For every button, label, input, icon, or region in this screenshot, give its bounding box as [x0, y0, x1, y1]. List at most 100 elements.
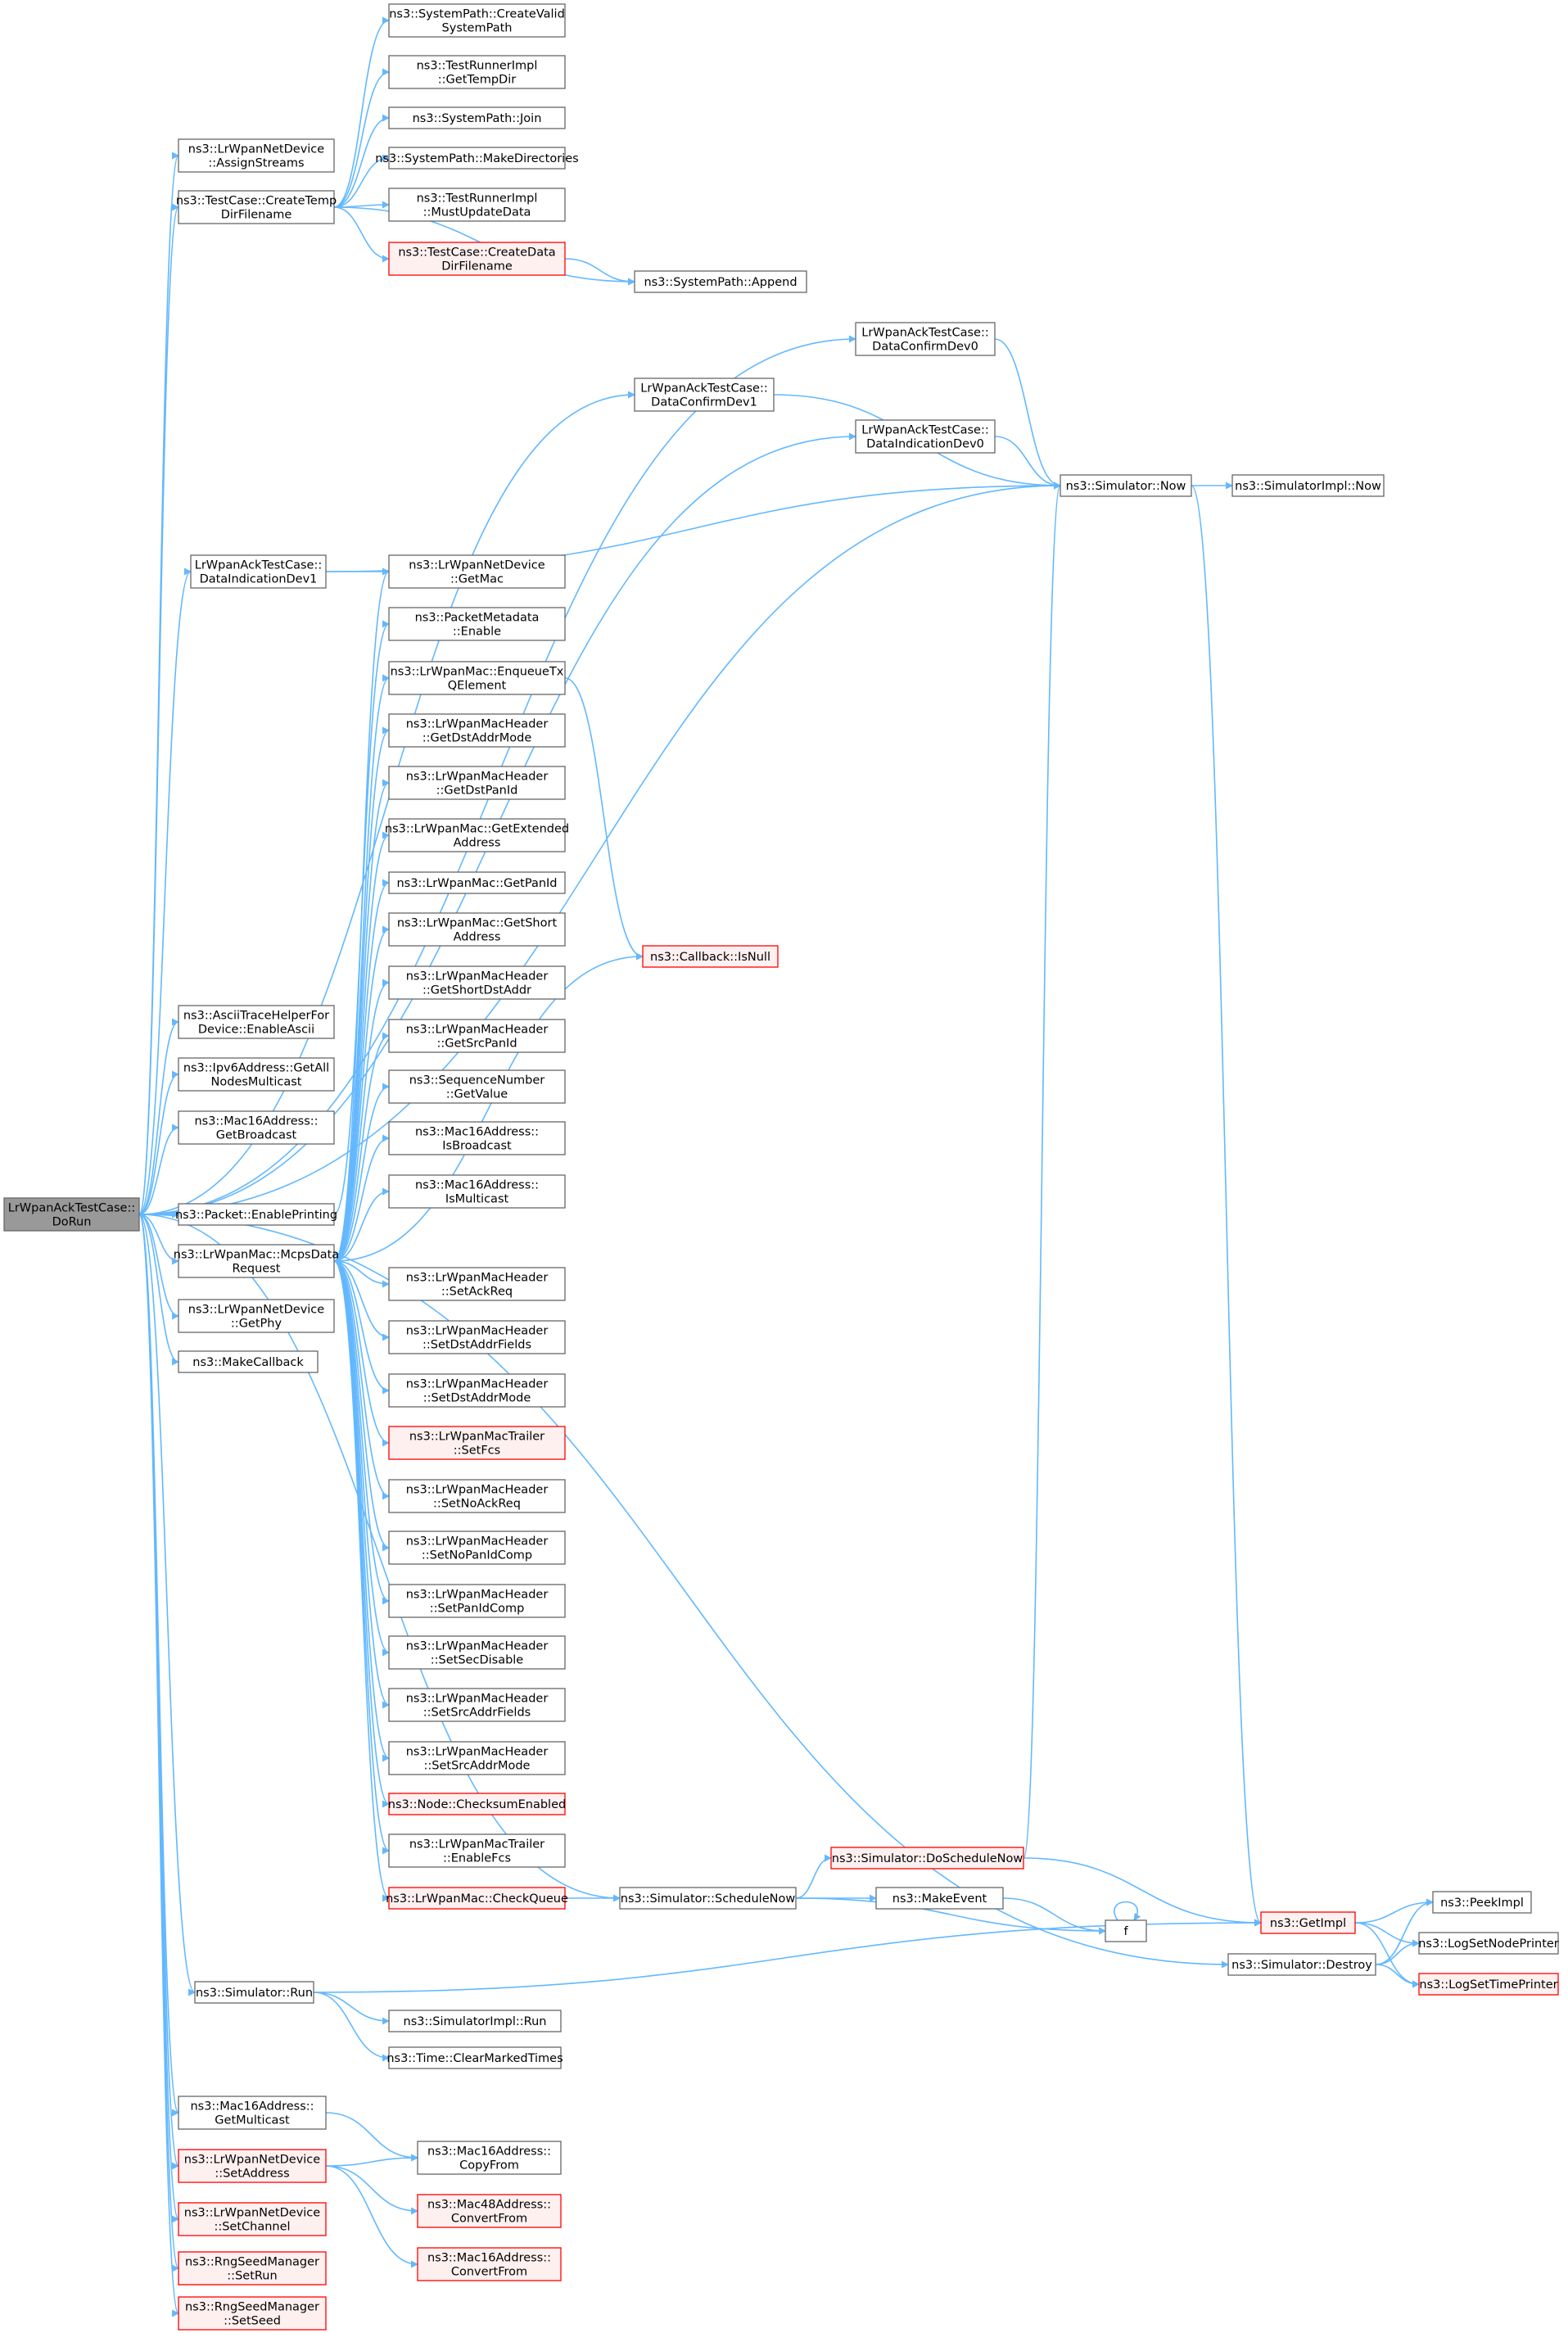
call-edge [313, 1919, 1262, 1993]
node-checksumEnabled[interactable]: ns3::Node::ChecksumEnabled [388, 1793, 566, 1815]
node-dataConfirmDev1[interactable]: LrWpanAckTestCase::DataConfirmDev1 [634, 378, 775, 412]
node-getDstAddrMode[interactable]: ns3::LrWpanMacHeader::GetDstAddrMode [388, 713, 566, 748]
node-label: ns3::LrWpanMac::GetShort [397, 917, 558, 930]
call-edge [325, 2112, 418, 2162]
node-simDestroy[interactable]: ns3::Simulator::Destroy [1227, 1953, 1376, 1976]
node-simNow[interactable]: ns3::Simulator::Now [1060, 474, 1192, 497]
node-join[interactable]: ns3::SystemPath::Join [388, 106, 566, 129]
node-f[interactable]: f [1105, 1919, 1147, 1942]
call-edge [138, 482, 1061, 1215]
node-enableAscii[interactable]: ns3::AsciiTraceHelperForDevice::EnableAs… [178, 1005, 335, 1039]
node-box [855, 419, 996, 454]
node-getPanId[interactable]: ns3::LrWpanMac::GetPanId [388, 871, 566, 894]
node-makeDirectories[interactable]: ns3::SystemPath::MakeDirectories [375, 147, 579, 170]
node-peekImpl[interactable]: ns3::PeekImpl [1432, 1891, 1532, 1914]
node-logSetNodePrinter[interactable]: ns3::LogSetNodePrinter [1418, 1932, 1559, 1955]
node-setSeed[interactable]: ns3::RngSeedManager::SetSeed [178, 2296, 327, 2331]
node-label: DirFilename [441, 260, 513, 274]
node-box [388, 766, 566, 800]
call-edge [1354, 1898, 1434, 1924]
node-isBroadcast[interactable]: ns3::Mac16Address::IsBroadcast [388, 1121, 566, 1155]
node-label: ns3::LrWpanMacHeader [406, 1272, 549, 1285]
node-simRun[interactable]: ns3::Simulator::Run [194, 1981, 314, 2004]
node-box [1231, 474, 1385, 497]
node-makeEvent[interactable]: ns3::MakeEvent [875, 1887, 1004, 1910]
node-setAckReq[interactable]: ns3::LrWpanMacHeader::SetAckReq [388, 1267, 566, 1301]
node-append[interactable]: ns3::SystemPath::Append [634, 270, 807, 293]
node-doScheduleNow[interactable]: ns3::Simulator::DoScheduleNow [830, 1847, 1024, 1870]
node-doRun[interactable]: LrWpanAckTestCase::DoRun [3, 1197, 140, 1232]
node-setSecDisable[interactable]: ns3::LrWpanMacHeader::SetSecDisable [388, 1635, 566, 1670]
node-isMulticast[interactable]: ns3::Mac16Address::IsMulticast [388, 1174, 566, 1209]
node-label: ::GetDstPanId [436, 784, 518, 798]
node-mac16ConvertFrom[interactable]: ns3::Mac16Address::ConvertFrom [417, 2247, 562, 2281]
node-setPanIdComp[interactable]: ns3::LrWpanMacHeader::SetPanIdComp [388, 1584, 566, 1618]
call-edge [1354, 1922, 1420, 1947]
node-assignStreams[interactable]: ns3::LrWpanNetDevice::AssignStreams [178, 138, 335, 173]
node-dataIndicationDev1[interactable]: LrWpanAckTestCase::DataIndicationDev1 [190, 554, 327, 589]
node-getTempDir[interactable]: ns3::TestRunnerImpl::GetTempDir [388, 55, 566, 89]
node-dataConfirmDev0[interactable]: LrWpanAckTestCase::DataConfirmDev0 [855, 322, 996, 356]
node-getImpl[interactable]: ns3::GetImpl [1260, 1911, 1356, 1934]
node-setRun[interactable]: ns3::RngSeedManager::SetRun [178, 2251, 327, 2286]
node-mustUpdateData[interactable]: ns3::TestRunnerImpl::MustUpdateData [388, 188, 566, 222]
node-setNoAckReq[interactable]: ns3::LrWpanMacHeader::SetNoAckReq [388, 1479, 566, 1513]
node-setDstAddrMode[interactable]: ns3::LrWpanMacHeader::SetDstAddrMode [388, 1373, 566, 1408]
node-clearMarkedTimes[interactable]: ns3::Time::ClearMarkedTimes [386, 2046, 563, 2069]
node-getDstPanId[interactable]: ns3::LrWpanMacHeader::GetDstPanId [388, 766, 566, 800]
node-getShortDstAddr[interactable]: ns3::LrWpanMacHeader::GetShortDstAddr [388, 965, 566, 1000]
node-setSrcAddrMode[interactable]: ns3::LrWpanMacHeader::SetSrcAddrMode [388, 1741, 566, 1775]
node-isNull[interactable]: ns3::Callback::IsNull [642, 945, 779, 968]
node-box [1260, 1911, 1356, 1934]
call-edge [333, 16, 390, 208]
node-setNoPanIdComp[interactable]: ns3::LrWpanMacHeader::SetNoPanIdComp [388, 1530, 566, 1565]
node-label: ns3::Ipv6Address::GetAll [183, 1062, 329, 1075]
node-pmEnable[interactable]: ns3::PacketMetadata::Enable [388, 607, 566, 641]
node-simImplNow[interactable]: ns3::SimulatorImpl::Now [1231, 474, 1385, 497]
call-edge [333, 1083, 390, 1262]
node-checkQueue[interactable]: ns3::LrWpanMac::CheckQueue [386, 1887, 568, 1910]
call-edge [333, 726, 390, 1262]
call-edge [333, 779, 390, 1262]
node-getMulticast[interactable]: ns3::Mac16Address::GetMulticast [178, 2096, 327, 2130]
node-box [388, 1741, 566, 1775]
node-label: ns3::TestCase::CreateData [398, 246, 555, 260]
node-label: ns3::MakeCallback [192, 1356, 304, 1369]
node-scheduleNow[interactable]: ns3::Simulator::ScheduleNow [619, 1887, 797, 1910]
node-label: ns3::Node::ChecksumEnabled [388, 1798, 566, 1811]
node-logSetTimePrinter[interactable]: ns3::LogSetTimePrinter [1418, 1973, 1559, 1996]
node-mac48ConvertFrom[interactable]: ns3::Mac48Address::ConvertFrom [417, 2194, 562, 2228]
node-setAddress[interactable]: ns3::LrWpanNetDevice::SetAddress [178, 2149, 327, 2183]
node-enablePrinting[interactable]: ns3::Packet::EnablePrinting [175, 1203, 337, 1226]
call-edge [1114, 1901, 1141, 1921]
call-edge [994, 338, 1061, 490]
call-edge [1375, 1898, 1434, 1965]
node-setChannel[interactable]: ns3::LrWpanNetDevice::SetChannel [178, 2202, 327, 2236]
node-getSrcPanId[interactable]: ns3::LrWpanMacHeader::GetSrcPanId [388, 1019, 566, 1053]
node-setSrcAddrFields[interactable]: ns3::LrWpanMacHeader::SetSrcAddrFields [388, 1688, 566, 1722]
node-label: ::GetSrcPanId [436, 1038, 517, 1051]
node-label: ns3::SystemPath::CreateValid [389, 8, 565, 21]
node-getMac[interactable]: ns3::LrWpanNetDevice::GetMac [388, 554, 566, 589]
node-getPhy[interactable]: ns3::LrWpanNetDevice::GetPhy [178, 1299, 335, 1333]
node-setDstAddrFields[interactable]: ns3::LrWpanMacHeader::SetDstAddrFields [388, 1320, 566, 1354]
node-label: ::SetDstAddrMode [423, 1392, 531, 1405]
node-copyFrom[interactable]: ns3::Mac16Address::CopyFrom [417, 2141, 562, 2175]
node-getBroadcast[interactable]: ns3::Mac16Address::GetBroadcast [178, 1110, 335, 1145]
node-simImplRun[interactable]: ns3::SimulatorImpl::Run [388, 2010, 562, 2032]
node-seqGetValue[interactable]: ns3::SequenceNumber::GetValue [388, 1069, 566, 1104]
node-dataIndicationDev0[interactable]: LrWpanAckTestCase::DataIndicationDev0 [855, 419, 996, 454]
node-setFcs[interactable]: ns3::LrWpanMacTrailer::SetFcs [388, 1426, 566, 1460]
node-enableFcs[interactable]: ns3::LrWpanMacTrailer::EnableFcs [388, 1833, 566, 1868]
node-makeCallback[interactable]: ns3::MakeCallback [178, 1350, 319, 1373]
node-label: ::GetShortDstAddr [423, 984, 531, 997]
node-box [178, 2296, 327, 2331]
